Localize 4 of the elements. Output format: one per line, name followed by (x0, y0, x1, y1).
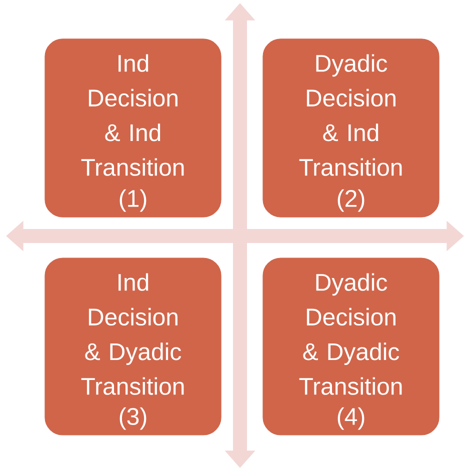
rounded-box: Ind Decision & Ind Transition (1) (43, 37, 223, 219)
rounded-box: Dyadic Decision & Ind Transition (2) (261, 37, 441, 219)
rounded-box: Dyadic Decision & Dyadic Transition (4) (261, 256, 441, 437)
rounded-box: Ind Decision & Dyadic Transition (3) (43, 256, 223, 437)
